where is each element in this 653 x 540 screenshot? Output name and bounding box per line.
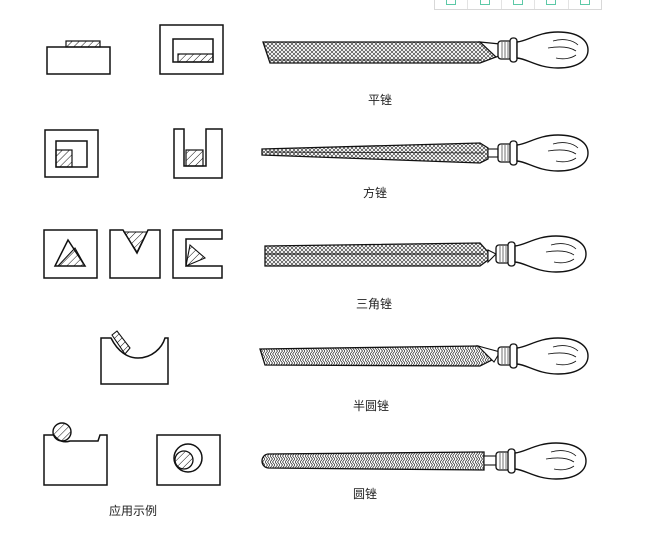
application-triangular-3 <box>172 229 223 279</box>
toolbar-button-fullscreen[interactable] <box>468 0 502 9</box>
application-flat-1 <box>46 40 111 75</box>
gallery-icon <box>513 0 524 5</box>
fullscreen-icon <box>479 0 490 5</box>
round-file-illustration <box>261 442 587 480</box>
toolbar-button-gallery[interactable] <box>502 0 536 9</box>
application-flat-2 <box>159 24 224 75</box>
application-half-round <box>100 330 169 385</box>
toolbar-button-settings[interactable] <box>569 0 601 9</box>
toolbar-button-image[interactable] <box>435 0 469 9</box>
flat-file-label: 平锉 <box>368 93 393 107</box>
round-file-label: 圆锉 <box>353 487 378 501</box>
toolbar-button-window[interactable] <box>535 0 569 9</box>
application-examples-caption: 应用示例 <box>109 504 158 518</box>
triangular-file-label: 三角锉 <box>356 297 393 311</box>
application-triangular-1 <box>43 229 98 279</box>
flat-file-illustration <box>262 31 589 69</box>
application-square-1 <box>44 129 99 178</box>
square-file-illustration <box>261 134 589 172</box>
image-icon <box>446 0 457 5</box>
half-round-file-illustration <box>259 337 589 375</box>
window-icon <box>546 0 557 5</box>
half-round-file-label: 半圆锉 <box>353 399 390 413</box>
square-file-label: 方锉 <box>363 186 388 200</box>
application-square-2 <box>173 128 223 179</box>
settings-icon <box>579 0 590 5</box>
application-round-2 <box>156 434 221 486</box>
application-round-1 <box>43 422 108 486</box>
triangular-file-illustration <box>264 235 587 273</box>
image-toolbar <box>434 0 602 10</box>
application-triangular-2 <box>109 229 161 279</box>
